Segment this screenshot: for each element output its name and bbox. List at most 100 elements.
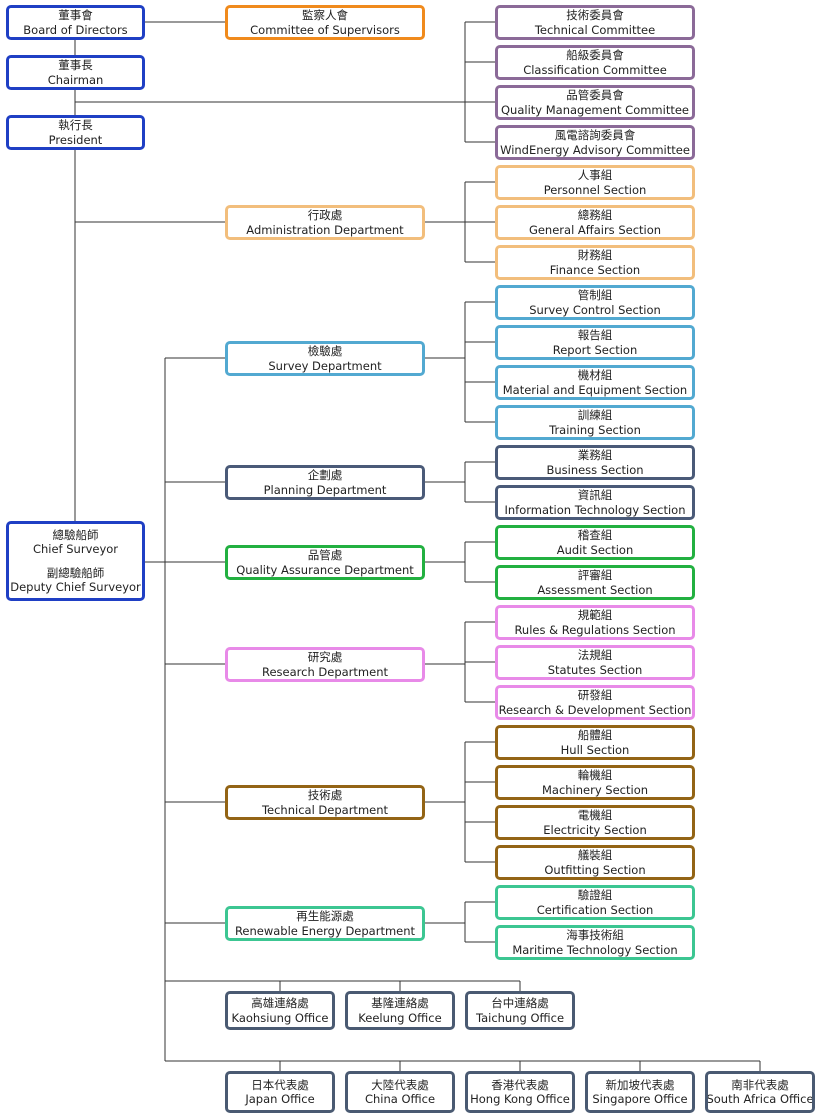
- node-label-en: Chairman: [47, 72, 104, 87]
- node-label-zh: 新加坡代表處: [605, 1077, 675, 1092]
- node-label-zh: 艤裝組: [577, 848, 613, 863]
- node-label-zh2: 副總驗船師: [46, 565, 105, 580]
- node-label-en: Survey Department: [268, 358, 382, 373]
- node-label-en: Maritime Technology Section: [512, 942, 678, 957]
- node-label-en: Taichung Office: [475, 1010, 565, 1025]
- node-label-zh: 技術處: [307, 788, 343, 803]
- node-label-en: Material and Equipment Section: [502, 382, 688, 397]
- node-label-zh: 風電諮詢委員會: [554, 128, 636, 143]
- node-label-en: Survey Control Section: [529, 302, 661, 317]
- node-label-en: Electricity Section: [543, 822, 647, 837]
- node-label-en: Renewable Energy Department: [234, 923, 416, 938]
- node-label-en: Report Section: [552, 342, 638, 357]
- node-label-en: Personnel Section: [543, 182, 647, 197]
- node-label-en: Audit Section: [556, 542, 634, 557]
- node-label-zh: 資訊組: [577, 488, 613, 503]
- node-label-en: China Office: [364, 1092, 436, 1106]
- node-label-zh: 船級委員會: [566, 48, 624, 63]
- node-label-zh: 高雄連絡處: [251, 996, 309, 1011]
- node-label-en: Administration Department: [246, 222, 404, 237]
- node-label-en: Finance Section: [549, 262, 641, 277]
- node-label-zh: 技術委員會: [566, 8, 624, 23]
- node-label-zh: 機材組: [577, 368, 613, 383]
- node-label-en: Rules & Regulations Section: [514, 622, 676, 637]
- node-label-zh: 評審組: [577, 568, 613, 583]
- node-label-zh: 人事組: [577, 168, 613, 183]
- node-label-zh: 董事長: [58, 58, 93, 73]
- node-label-zh: 規範組: [577, 608, 613, 623]
- node-label-en2: Deputy Chief Surveyor: [10, 579, 141, 594]
- node-label-zh: 電機組: [577, 808, 613, 823]
- node-label-zh: 業務組: [577, 448, 613, 463]
- node-label-en: Singapore Office: [592, 1092, 688, 1106]
- node-label-zh: 品管委員會: [566, 88, 624, 103]
- node-label-zh: 監察人會: [302, 8, 348, 23]
- node-label-en: Research & Development Section: [498, 702, 692, 717]
- node-label-zh: 日本代表處: [251, 1077, 309, 1092]
- node-label-en: Classification Committee: [523, 62, 667, 77]
- node-label-zh: 訓練組: [577, 408, 613, 423]
- node-label-zh: 香港代表處: [491, 1077, 549, 1092]
- node-label-en: Research Department: [262, 664, 388, 679]
- node-label-en: Certification Section: [536, 902, 654, 917]
- node-label-zh: 行政處: [307, 208, 343, 223]
- node-label-en: Technical Department: [261, 802, 389, 817]
- node-label-zh: 南非代表處: [731, 1077, 789, 1092]
- node-label-zh: 研究處: [307, 650, 343, 665]
- node-label-en: Training Section: [549, 422, 641, 437]
- node-label-en: Chief Surveyor: [32, 542, 119, 557]
- node-label-en: WindEnergy Advisory Committee: [500, 142, 690, 157]
- node-label-zh: 海事技術組: [566, 928, 624, 943]
- node-label-zh: 總驗船師: [52, 528, 99, 543]
- node-label-zh: 驗證組: [577, 888, 613, 903]
- node-label-zh: 報告組: [577, 328, 613, 343]
- node-label-en: Quality Management Committee: [501, 102, 689, 117]
- node-label-en: Kaohsiung Office: [231, 1010, 329, 1025]
- node-label-zh: 品管處: [307, 548, 343, 563]
- node-label-en: Committee of Supervisors: [250, 22, 400, 37]
- node-label-en: Technical Committee: [534, 22, 656, 37]
- node-label-zh: 企劃處: [307, 468, 343, 483]
- node-label-en: President: [48, 132, 103, 147]
- node-label-en: Hull Section: [560, 742, 630, 757]
- node-label-en: Information Technology Section: [504, 502, 686, 517]
- node-label-zh: 基隆連絡處: [371, 996, 429, 1011]
- node-label-en: Hong Kong Office: [470, 1092, 570, 1106]
